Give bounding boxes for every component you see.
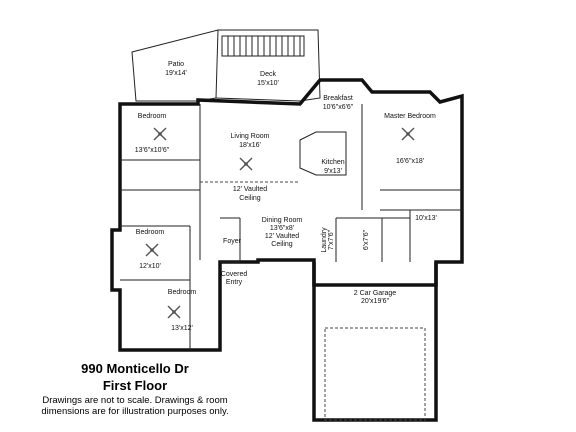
deck-dims: 15'x10' (257, 80, 279, 87)
ceiling-fan-icon (153, 127, 167, 141)
laundry-name: Laundry (321, 227, 328, 253)
living-room-dims: 18'x16' (239, 142, 261, 149)
closet-dims: 6'x7'6" (363, 229, 370, 250)
breakfast-dims: 10'6"x6'6" (323, 104, 354, 111)
dining-room-note1: 12' Vaulted (265, 233, 299, 240)
bedroom-1-name: Bedroom (138, 113, 167, 120)
floor-subtitle: First Floor (102, 378, 168, 393)
covered-entry-line1: Covered (221, 271, 248, 278)
disclaimer-line-2: dimensions are for illustration purposes… (41, 406, 229, 417)
vaulted-ceiling-line2: Ceiling (239, 195, 261, 202)
master-bedroom-name: Master Bedroom (384, 113, 436, 120)
deck-name: Deck (260, 71, 276, 78)
bedroom-2-name: Bedroom (136, 229, 165, 236)
ceiling-fan-icon (145, 243, 159, 257)
living-room-name: Living Room (231, 133, 270, 140)
disclaimer-line-1: Drawings are not to scale. Drawings & ro… (42, 395, 228, 406)
ceiling-fan-icon (239, 157, 253, 171)
garage-dims: 20'x19'6" (361, 298, 390, 305)
garage-name: 2 Car Garage (354, 290, 397, 297)
ceiling-fan-icon (401, 127, 415, 141)
garage-door (324, 327, 426, 421)
bedroom-3-name: Bedroom (168, 289, 197, 296)
foyer-name: Foyer (223, 238, 242, 245)
disclaimer-note: Drawings are not to scale. Drawings & ro… (0, 395, 270, 417)
kitchen-dims: 9'x13' (324, 168, 342, 175)
bedroom-3-dims: 13'x12' (171, 325, 193, 332)
patio-dims: 19'x14' (165, 70, 187, 77)
dining-room-note2: Ceiling (271, 241, 293, 248)
deck-outline (215, 29, 321, 102)
master-bedroom-dims: 16'6"x18' (396, 158, 424, 165)
address-title: 990 Monticello Dr (81, 361, 189, 376)
dining-room-dims: 13'6"x8' (270, 225, 294, 232)
patio-name: Patio (168, 61, 184, 68)
breakfast-name: Breakfast (323, 95, 353, 102)
dining-room-name: Dining Room (262, 217, 303, 224)
bedroom-1-dims: 13'6"x10'6" (135, 147, 170, 154)
vaulted-ceiling-line1: 12' Vaulted (233, 186, 267, 193)
deck-stairs (221, 35, 305, 57)
ceiling-fan-icon (167, 305, 181, 319)
kitchen-name: Kitchen (321, 159, 344, 166)
master-bath-dims: 10'x13' (415, 215, 437, 222)
interior-walls (120, 104, 462, 350)
kitchen-island (299, 131, 347, 176)
bedroom-2-dims: 12'x10' (139, 263, 161, 270)
covered-entry-line2: Entry (226, 279, 243, 286)
laundry-dims: 7'x7'6" (328, 229, 335, 250)
